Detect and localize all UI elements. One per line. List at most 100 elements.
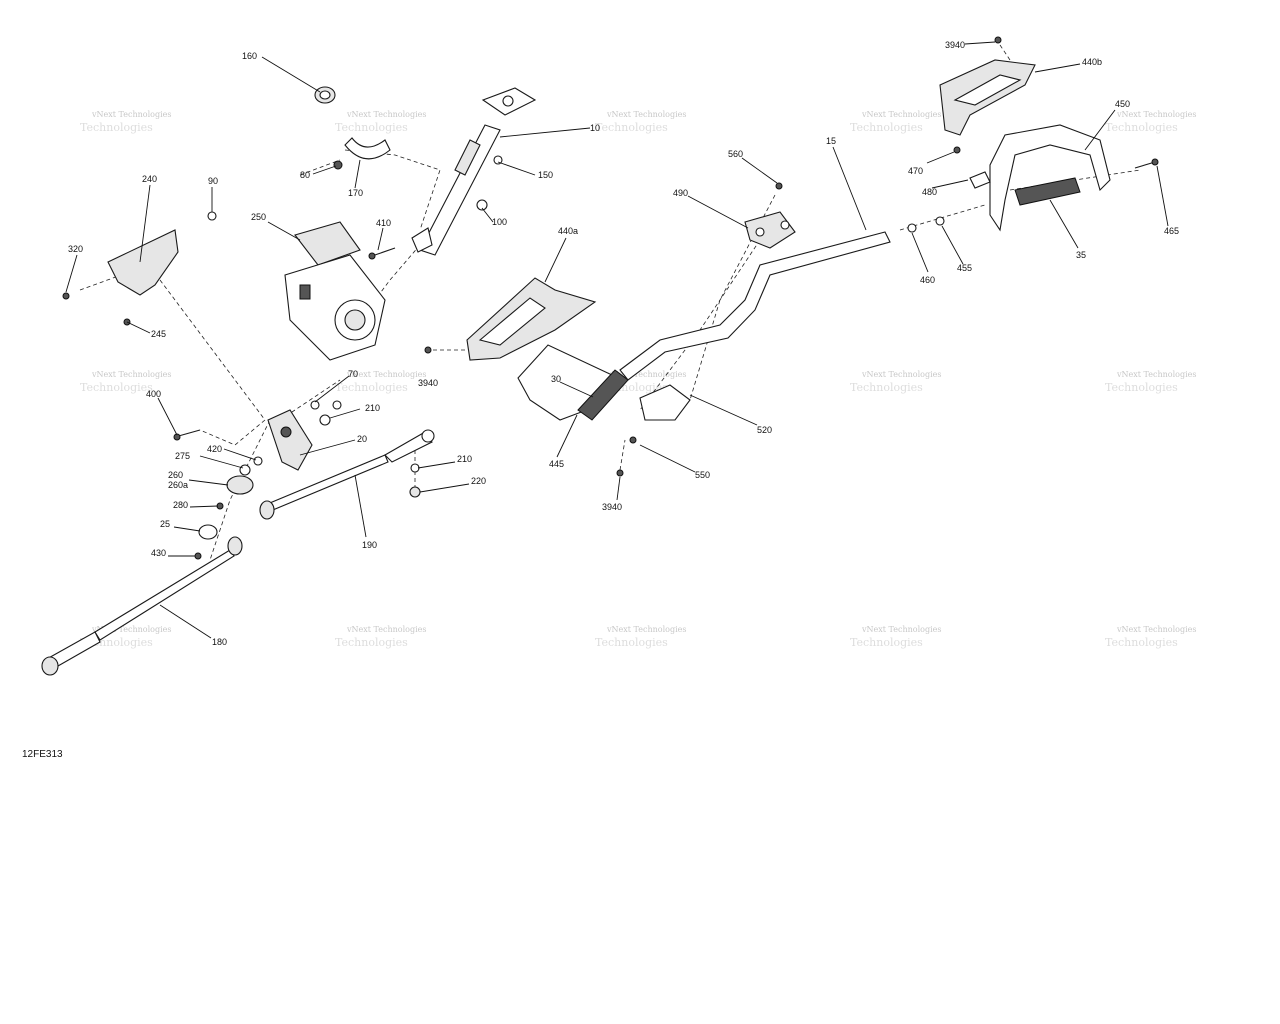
part-label-440a: 440a — [558, 226, 578, 236]
part-label-70: 70 — [348, 369, 358, 379]
support-bracket — [62, 211, 217, 326]
part-label-150: 150 — [538, 170, 553, 180]
steering-column — [314, 86, 537, 260]
watermark: vNext Technologies Technologies — [335, 110, 426, 134]
svg-text:Technologies: Technologies — [1105, 636, 1178, 649]
part-label-20: 20 — [357, 434, 367, 444]
watermark: vNext Technologies Technologies — [80, 110, 171, 134]
part-label-280: 280 — [173, 500, 188, 510]
part-label-210-upper: 210 — [365, 403, 380, 413]
watermark: vNext Technologies Technologies — [850, 110, 941, 134]
svg-text:Technologies: Technologies — [1105, 381, 1178, 394]
part-label-180: 180 — [212, 637, 227, 647]
part-label-410: 410 — [376, 218, 391, 228]
svg-text:vNext Technologies: vNext Technologies — [606, 110, 686, 119]
svg-text:Technologies: Technologies — [1105, 121, 1178, 134]
part-label-245: 245 — [151, 329, 166, 339]
svg-text:Technologies: Technologies — [850, 381, 923, 394]
watermark: vNext Technologies Technologies — [335, 370, 426, 394]
part-label-450: 450 — [1115, 99, 1130, 109]
part-label-90: 90 — [208, 176, 218, 186]
part-label-470: 470 — [908, 166, 923, 176]
power-steering-unit — [284, 221, 386, 361]
tie-rods — [41, 429, 435, 676]
part-label-3940-bottom: 3940 — [602, 502, 622, 512]
part-label-550: 550 — [695, 470, 710, 480]
svg-text:vNext Technologies: vNext Technologies — [91, 370, 171, 379]
part-label-80: 80 — [300, 170, 310, 180]
part-label-35: 35 — [1076, 250, 1086, 260]
part-label-455: 455 — [957, 263, 972, 273]
part-label-160: 160 — [242, 51, 257, 61]
watermark: vNext Technologies Technologies — [595, 110, 686, 134]
handlebar — [619, 182, 945, 381]
svg-text:vNext Technologies: vNext Technologies — [861, 110, 941, 119]
svg-text:Technologies: Technologies — [595, 121, 668, 134]
watermark: vNext Technologies Technologies — [80, 370, 171, 394]
svg-text:vNext Technologies: vNext Technologies — [1116, 370, 1196, 379]
svg-text:vNext Technologies: vNext Technologies — [1116, 625, 1196, 634]
pitman-arm-linkage — [173, 400, 342, 560]
part-label-480: 480 — [922, 187, 937, 197]
watermark: vNext Technologies Technologies — [1105, 370, 1196, 394]
part-label-465: 465 — [1164, 226, 1179, 236]
watermark: vNext Technologies Technologies — [850, 625, 941, 649]
svg-text:vNext Technologies: vNext Technologies — [861, 370, 941, 379]
svg-text:vNext Technologies: vNext Technologies — [606, 370, 686, 379]
svg-text:vNext Technologies: vNext Technologies — [91, 625, 171, 634]
part-label-250: 250 — [251, 212, 266, 222]
svg-text:vNext Technologies: vNext Technologies — [1116, 110, 1196, 119]
part-label-25: 25 — [160, 519, 170, 529]
part-label-420: 420 — [207, 444, 222, 454]
part-label-220: 220 — [471, 476, 486, 486]
part-label-100: 100 — [492, 217, 507, 227]
part-label-460: 460 — [920, 275, 935, 285]
svg-text:vNext Technologies: vNext Technologies — [606, 625, 686, 634]
part-label-170: 170 — [348, 188, 363, 198]
part-label-275: 275 — [175, 451, 190, 461]
part-label-320: 320 — [68, 244, 83, 254]
handlebar-right — [939, 36, 1159, 232]
svg-text:Technologies: Technologies — [80, 381, 153, 394]
svg-text:Technologies: Technologies — [335, 121, 408, 134]
svg-text:Technologies: Technologies — [850, 636, 923, 649]
part-label-400: 400 — [146, 389, 161, 399]
svg-text:Technologies: Technologies — [335, 636, 408, 649]
svg-text:vNext Technologies: vNext Technologies — [346, 370, 426, 379]
watermark-layer: vNext Technologies Technologies vNext Te… — [80, 110, 1196, 649]
part-label-30: 30 — [551, 374, 561, 384]
part-labels: 160 10 150 80 170 100 240 90 320 245 250… — [68, 40, 1179, 647]
part-label-3940-left: 3940 — [418, 378, 438, 388]
part-label-210-lower: 210 — [457, 454, 472, 464]
part-label-240: 240 — [142, 174, 157, 184]
svg-text:vNext Technologies: vNext Technologies — [346, 625, 426, 634]
part-label-430: 430 — [151, 548, 166, 558]
part-label-15: 15 — [826, 136, 836, 146]
watermark: vNext Technologies Technologies — [595, 625, 686, 649]
svg-text:vNext Technologies: vNext Technologies — [91, 110, 171, 119]
svg-text:Technologies: Technologies — [595, 636, 668, 649]
svg-text:Technologies: Technologies — [80, 121, 153, 134]
part-label-260: 260 — [168, 470, 183, 480]
part-label-490: 490 — [673, 188, 688, 198]
part-label-440b: 440b — [1082, 57, 1102, 67]
leader-lines — [65, 41, 1169, 639]
part-label-260a: 260a — [168, 480, 188, 490]
svg-text:Technologies: Technologies — [335, 381, 408, 394]
part-label-3940-top: 3940 — [945, 40, 965, 50]
watermark: vNext Technologies Technologies — [335, 625, 426, 649]
svg-text:Technologies: Technologies — [850, 121, 923, 134]
part-label-520: 520 — [757, 425, 772, 435]
watermark: vNext Technologies Technologies — [1105, 110, 1196, 134]
watermark: vNext Technologies Technologies — [1105, 625, 1196, 649]
part-label-190: 190 — [362, 540, 377, 550]
svg-text:vNext Technologies: vNext Technologies — [861, 625, 941, 634]
handlebar-left — [424, 277, 691, 477]
part-label-445: 445 — [549, 459, 564, 469]
svg-text:vNext Technologies: vNext Technologies — [346, 110, 426, 119]
part-label-10: 10 — [590, 123, 600, 133]
watermark: vNext Technologies Technologies — [850, 370, 941, 394]
part-label-560: 560 — [728, 149, 743, 159]
figure-code: 12FE313 — [22, 749, 63, 760]
